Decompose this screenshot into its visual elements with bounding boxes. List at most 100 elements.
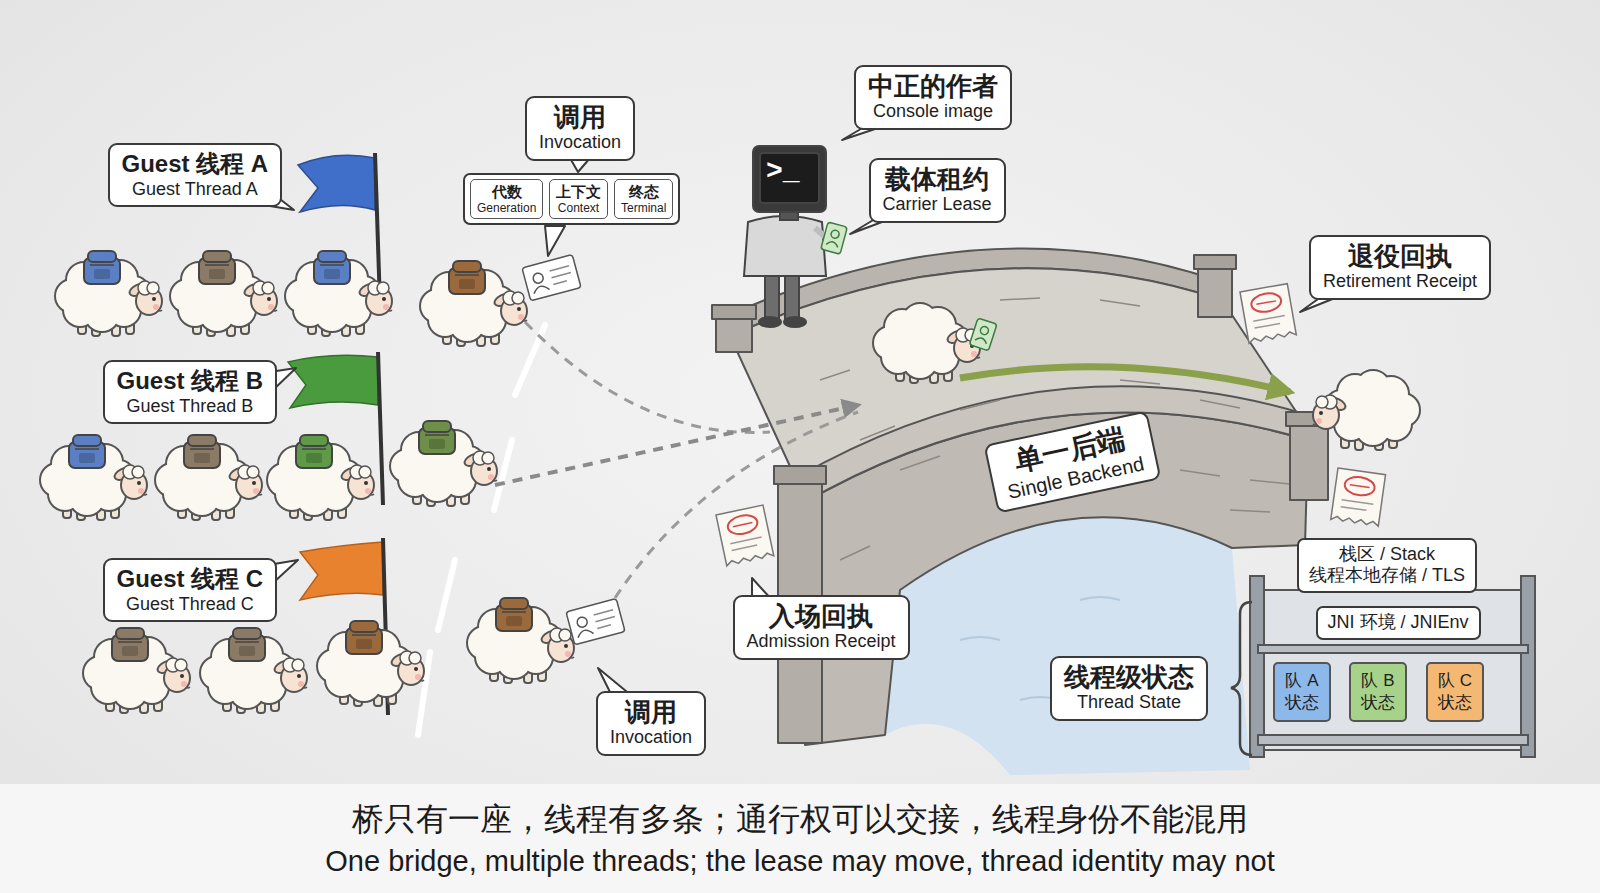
- console-prompt: >_: [766, 158, 800, 186]
- lane-markings: [438, 560, 455, 630]
- bridge-sheep: [975, 336, 988, 344]
- node-subtitle: Guest Thread A: [122, 179, 269, 201]
- exit-sheep: [1313, 371, 1419, 450]
- stone-bridge: [712, 305, 756, 319]
- receipts: [716, 284, 1386, 566]
- stone-bridge: [1194, 255, 1236, 269]
- node-subtitle: 线程本地存储 / TLS: [1309, 565, 1465, 587]
- sheep-row-a: [56, 251, 581, 346]
- receipts: [1240, 284, 1296, 344]
- stone-bridge: [1290, 420, 1328, 500]
- sheep-row-b: [156, 435, 262, 520]
- state-shelf: [1264, 590, 1521, 750]
- node-title: 退役回执: [1323, 242, 1477, 272]
- node-title: 调用: [539, 103, 621, 133]
- guest-thread-callout: Guest 线程 CGuest Thread C: [103, 558, 278, 622]
- guest-thread-callout: Guest 线程 AGuest Thread A: [108, 143, 283, 207]
- sheep-row-c: [318, 621, 424, 706]
- state-callout: 线程级状态Thread State: [1050, 656, 1208, 721]
- console-person: [753, 146, 826, 212]
- node-subtitle: Generation: [477, 201, 536, 215]
- bridge-sheep: [874, 304, 980, 383]
- flag-b: [378, 352, 383, 505]
- node-title: 载体租约: [883, 165, 992, 195]
- node-subtitle: Console image: [868, 101, 998, 123]
- stone-bridge: [820, 298, 1290, 640]
- sheep-row-c: [229, 628, 265, 661]
- node-title: JNI 环境 / JNIEnv: [1328, 612, 1469, 634]
- sheep-row-a: [84, 251, 120, 284]
- exit-sheep: [1313, 371, 1419, 450]
- bridge-sheep: [874, 304, 997, 383]
- flow-arrows: [615, 412, 858, 598]
- node-subtitle: Guest Thread B: [117, 396, 264, 418]
- sheep-row-a: [171, 251, 277, 336]
- sheep-row-a: [449, 261, 485, 294]
- receipts: [1331, 468, 1386, 526]
- stone-bridge: [774, 466, 826, 484]
- sheep-row-c: [566, 599, 625, 645]
- node-subtitle: Retirement Receipt: [1323, 271, 1477, 293]
- sheep-row-b: [419, 421, 455, 454]
- sheep-row-c: [201, 628, 307, 713]
- console-person: [784, 317, 806, 327]
- callout-tails: [545, 226, 565, 256]
- sheep-row-b: [69, 435, 105, 468]
- node-title: 栈区 / Stack: [1309, 544, 1465, 566]
- console-person: [760, 153, 819, 203]
- state-shelf: [1258, 645, 1528, 653]
- author-callout: 中正的作者Console image: [854, 65, 1012, 130]
- receipt-callout: 入场回执Admission Receipt: [733, 595, 910, 660]
- sheep-row-a: [56, 251, 162, 336]
- console-person: [744, 216, 826, 276]
- sheep-row-a: [522, 255, 581, 301]
- flow-arrows: [960, 367, 1290, 392]
- node-title: 上下文: [556, 183, 601, 201]
- sheep-row-c: [112, 628, 148, 661]
- bridge-sheep: [969, 318, 997, 351]
- console-person: [830, 229, 840, 239]
- flow-arrows: [495, 405, 858, 485]
- sheep-row-b: [268, 435, 374, 520]
- sheep-row-c: [84, 628, 190, 713]
- shelf-label: JNI 环境 / JNIEnv: [1316, 606, 1481, 640]
- node-subtitle: Invocation: [610, 727, 692, 749]
- node-title: Guest 线程 B: [117, 367, 264, 396]
- flow-arrows: [525, 322, 770, 433]
- node-title: 线程级状态: [1064, 663, 1194, 693]
- invocation-callout: 调用Invocation: [596, 691, 706, 756]
- console-person: [826, 240, 839, 247]
- sheep-row-a: [286, 251, 392, 336]
- node-title: 中正的作者: [868, 72, 998, 102]
- invocation-callout: 调用Invocation: [525, 96, 635, 161]
- node-title: 入场回执: [747, 602, 896, 632]
- caption: 桥只有一座，线程有多条；通行权可以交接，线程身份不能混用: [0, 800, 1600, 838]
- flag-b: [288, 355, 378, 408]
- console-person: [821, 222, 848, 254]
- flag-a: [298, 155, 375, 212]
- stone-bridge: [1198, 262, 1232, 317]
- node-title: 调用: [610, 698, 692, 728]
- bridge-sheep: [979, 326, 989, 336]
- state-shelf: [1258, 735, 1528, 745]
- node-subtitle: Admission Receipt: [747, 631, 896, 653]
- sheep-row-c: [468, 598, 574, 683]
- sheep-row-a: [421, 261, 527, 346]
- card-field: 代数Generation: [470, 179, 543, 219]
- sheep-row-a: [199, 251, 235, 284]
- sheep-row-c: [496, 598, 532, 631]
- node-subtitle: Invocation: [539, 132, 621, 154]
- sheep-row-c: [346, 621, 382, 654]
- guest-thread-callout: Guest 线程 BGuest Thread B: [103, 360, 278, 424]
- node-title: 终态: [621, 183, 666, 201]
- state-shelf: [1250, 576, 1535, 757]
- node-subtitle: Context: [556, 201, 601, 215]
- flag-c: [300, 542, 383, 600]
- sheep-row-b: [391, 421, 497, 506]
- team-state-box: 队 B 状态: [1349, 662, 1407, 722]
- node-subtitle: Thread State: [1064, 692, 1194, 714]
- sheep-row-b: [41, 421, 497, 520]
- node-subtitle: Carrier Lease: [883, 194, 992, 216]
- sheep-row-b: [41, 435, 147, 520]
